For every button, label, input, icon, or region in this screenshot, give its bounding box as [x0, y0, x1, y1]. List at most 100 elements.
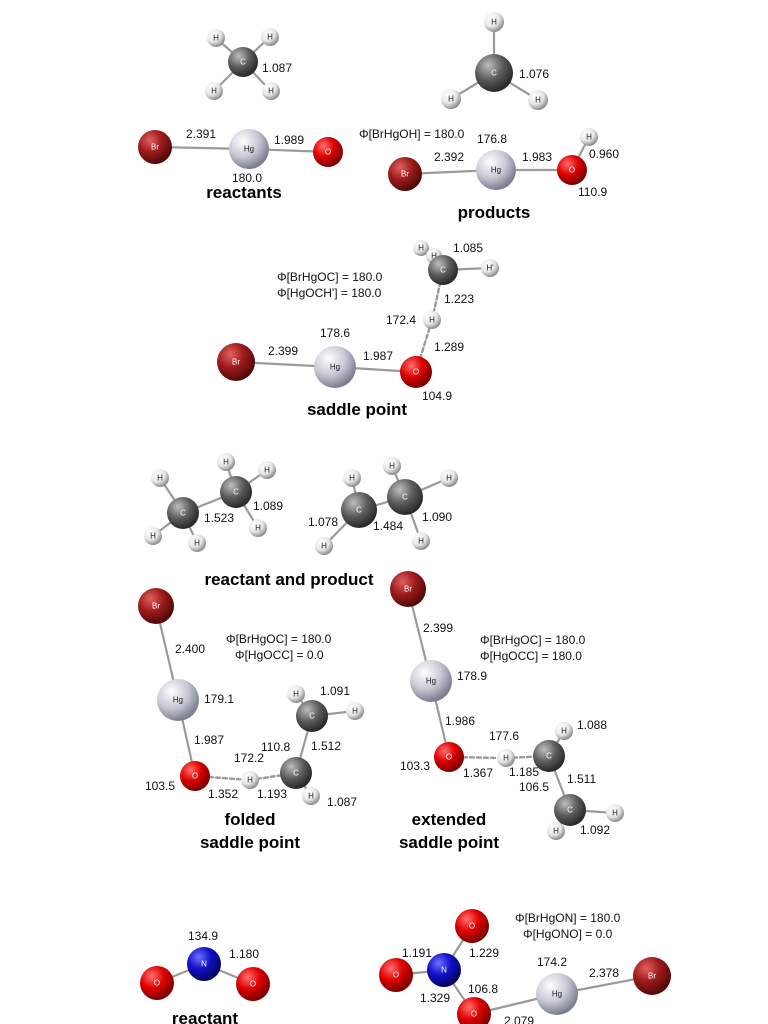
svg-text:Br: Br: [401, 170, 409, 179]
svg-text:H: H: [157, 474, 163, 483]
caption-saddle-point: saddle point: [307, 400, 407, 419]
bond-length-label: 1.087: [327, 795, 357, 809]
bond-length-label: 1.089: [253, 499, 283, 513]
svg-text:H: H: [247, 776, 253, 785]
bond-length-label: 1.087: [262, 61, 292, 75]
svg-text:H: H: [352, 707, 358, 716]
svg-text:H: H: [561, 727, 567, 736]
atom-br: Br: [217, 343, 255, 381]
brhgono-panel: Φ[BrHgON] = 180.0 Φ[HgONO] = 0.0 O O N O…: [379, 909, 671, 1024]
atom-h: H: [241, 771, 259, 789]
svg-text:C: C: [293, 769, 299, 778]
bond-length-label: 1.986: [445, 714, 475, 728]
products-panel: H H H C 1.076 Φ[BrHgOH] = 180.0 Br Hg H …: [359, 12, 619, 222]
bond-length-label: 1.289: [434, 340, 464, 354]
methane-molecule: H H H H C: [205, 28, 280, 100]
svg-text:C: C: [240, 58, 246, 67]
svg-text:C: C: [567, 806, 573, 815]
atom-br: Br: [390, 571, 426, 607]
atom-hg: Hg: [157, 679, 199, 721]
bond-length-label: 1.090: [422, 510, 452, 524]
brhgo-molecule: Br Hg O: [138, 129, 343, 169]
caption-reactant: reactant: [172, 1009, 238, 1024]
atom-br: Br: [633, 957, 671, 995]
atom-h: H: [555, 722, 573, 740]
bond-angle-label: 104.9: [422, 389, 452, 403]
atom-o: O: [434, 742, 464, 772]
svg-text:O: O: [569, 166, 575, 175]
svg-text:O: O: [250, 980, 256, 989]
atom-h: H: [205, 82, 223, 100]
svg-text:H: H: [389, 462, 395, 471]
svg-text:N: N: [201, 960, 207, 969]
bond-angle-label: 172.2: [234, 751, 264, 765]
dihedral-label: Φ[HgOCC] = 0.0: [235, 648, 324, 662]
svg-text:Br: Br: [151, 143, 159, 152]
svg-text:C: C: [402, 493, 408, 502]
atom-h: H: [207, 29, 225, 47]
saddle-point-methane-panel: Φ[BrHgOC] = 180.0 Φ[HgOCH'] = 180.0 H H …: [217, 240, 499, 419]
folded-saddle-point-panel: Φ[BrHgOC] = 180.0 Φ[HgOCC] = 0.0 Br Hg H…: [138, 588, 364, 852]
svg-text:H: H: [321, 542, 327, 551]
no2-molecule: O O N: [140, 947, 270, 1001]
bond-angle-label: 106.5: [519, 780, 549, 794]
bond-angle-label: 106.8: [468, 982, 498, 996]
caption-extended-saddle-point: saddle point: [399, 833, 499, 852]
svg-text:Br: Br: [404, 585, 412, 594]
bond-angle-label: 178.6: [320, 326, 350, 340]
svg-text:O: O: [471, 1010, 477, 1019]
svg-text:H: H: [268, 87, 274, 96]
svg-text:N: N: [441, 966, 447, 975]
atom-c: C: [554, 794, 586, 826]
atom-c: C: [341, 492, 377, 528]
atom-br: Br: [138, 588, 174, 624]
bond-length-label: 1.987: [194, 733, 224, 747]
atom-o: O: [457, 997, 491, 1024]
bond-length-label: 1.229: [469, 946, 499, 960]
brhgoh-molecule: Br Hg H O: [388, 128, 598, 191]
dihedral-label: Φ[HgOCC] = 180.0: [480, 649, 582, 663]
bond-angle-label: 176.8: [477, 132, 507, 146]
bond-length-label: 1.085: [453, 241, 483, 255]
bond-length-label: 1.092: [580, 823, 610, 837]
dihedral-label: Φ[BrHgOC] = 180.0: [226, 632, 332, 646]
extended-saddle-molecule: Br Hg H O H C H C H: [390, 571, 624, 840]
bond-length-label: 2.378: [589, 966, 619, 980]
atom-n: N: [187, 947, 221, 981]
atom-h: H: [484, 12, 504, 32]
atom-h: H: [249, 519, 267, 537]
svg-text:O: O: [192, 772, 198, 781]
extended-saddle-point-panel: Φ[BrHgOC] = 180.0 Φ[HgOCC] = 180.0 Br Hg…: [390, 571, 624, 852]
bond-length-label: 1.352: [208, 787, 238, 801]
svg-text:O: O: [393, 971, 399, 980]
svg-text:C: C: [491, 69, 497, 78]
atom-br: Br: [138, 130, 172, 164]
bond-length-label: 2.392: [434, 150, 464, 164]
atom-hg: Hg: [410, 660, 452, 702]
svg-text:O: O: [154, 979, 160, 988]
svg-text:Hg: Hg: [491, 166, 501, 175]
atom-hg: Hg: [314, 346, 356, 388]
brhgono-molecule: O O N O Hg Br: [379, 909, 671, 1024]
ethane-panel: H H H C C H H H 1.523 1.089 H H H C C H …: [144, 453, 458, 589]
atom-o: O: [455, 909, 489, 943]
atom-c: C: [167, 497, 199, 529]
bond-angle-label: 174.2: [537, 955, 567, 969]
atom-h: H: [258, 461, 276, 479]
bond-length-label: 1.511: [567, 772, 596, 786]
svg-text:Hg: Hg: [173, 696, 183, 705]
caption-products: products: [458, 203, 531, 222]
bond-length-label: 0.960: [589, 147, 619, 161]
atom-o: O: [557, 155, 587, 185]
dihedral-label: Φ[BrHgOC] = 180.0: [277, 270, 383, 284]
svg-text:H: H: [211, 87, 217, 96]
bond-length-label: 1.983: [522, 150, 552, 164]
atom-o: O: [400, 356, 432, 388]
svg-text:H: H: [264, 466, 270, 475]
atom-h: H: [151, 469, 169, 487]
atom-hg: Hg: [536, 973, 578, 1015]
atom-h: H: [302, 787, 320, 805]
svg-text:O: O: [446, 753, 452, 762]
atom-h: H: [440, 469, 458, 487]
svg-text:O: O: [325, 148, 331, 157]
